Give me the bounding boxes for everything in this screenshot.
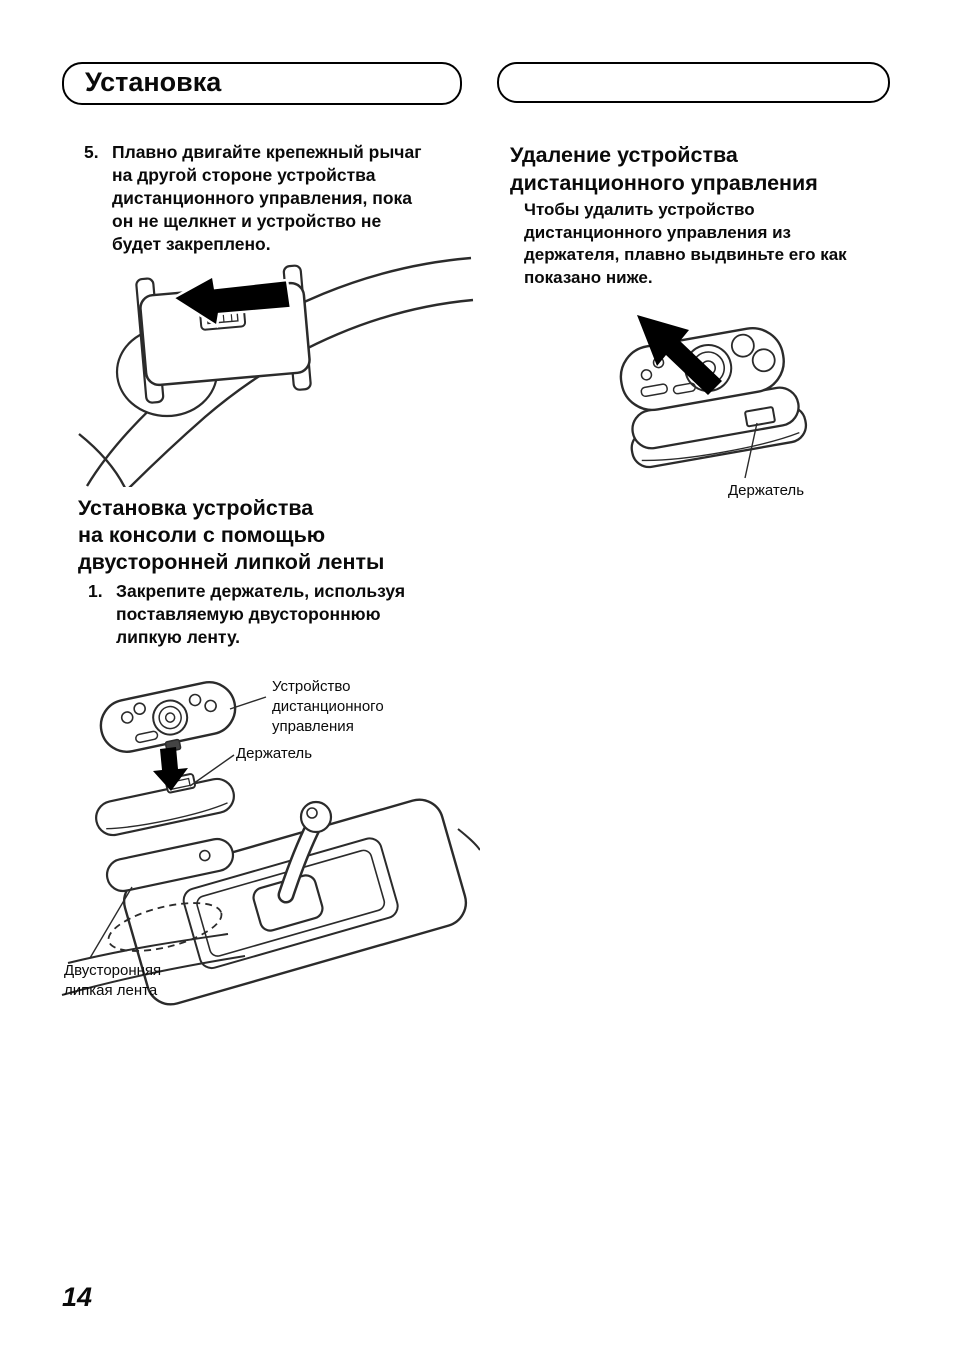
label-holder: Держатель bbox=[728, 482, 805, 499]
slide-out-arrow-icon bbox=[637, 315, 722, 395]
install-section-title: Установка устройства на консоли с помощь… bbox=[78, 496, 385, 574]
remote-control-drawing bbox=[99, 681, 237, 753]
step-1: 1. Закрепите держатель, используя постав… bbox=[88, 580, 405, 649]
label-adhesive-tape: Двусторонняя липкая лента bbox=[64, 962, 162, 999]
step-1-number: 1. bbox=[88, 581, 103, 601]
leader-lines bbox=[89, 696, 267, 959]
holder-leader-line bbox=[744, 422, 758, 479]
remote-removal-illustration bbox=[619, 315, 808, 479]
console-install-illustration bbox=[61, 681, 480, 1006]
removal-section-body: Чтобы удалить устройство дистанционного … bbox=[524, 200, 847, 287]
section-title: Установка bbox=[85, 67, 222, 97]
section-header-box: Установка bbox=[62, 62, 462, 105]
step-5-text: Плавно двигайте крепежный рычаг на друго… bbox=[112, 142, 422, 254]
removal-section-title: Удаление устройства дистанционного управ… bbox=[510, 143, 818, 195]
empty-header-box bbox=[497, 62, 890, 103]
label-holder: Держатель bbox=[236, 745, 313, 762]
steering-wheel-illustration bbox=[78, 256, 474, 487]
step-1-text: Закрепите держатель, используя поставляе… bbox=[116, 581, 406, 647]
gear-shifter-drawing bbox=[252, 800, 333, 932]
adhesive-tape-drawing bbox=[105, 837, 235, 893]
page-number: 14 bbox=[62, 1282, 93, 1312]
label-remote-device: Устройство дистанционного управления bbox=[272, 678, 384, 735]
figure-remote-removal: Держатель bbox=[595, 293, 905, 508]
figure-console-install: Устройство дистанционного управления Дер… bbox=[60, 665, 480, 1025]
step-5-number: 5. bbox=[84, 142, 99, 162]
push-direction-arrow-icon bbox=[170, 274, 293, 329]
insert-direction-arrow-icon bbox=[153, 747, 188, 791]
holder-drawing bbox=[95, 773, 235, 837]
step-5: 5. Плавно двигайте крепежный рычаг на др… bbox=[84, 141, 422, 256]
figure-steering-wheel-install bbox=[75, 252, 475, 487]
